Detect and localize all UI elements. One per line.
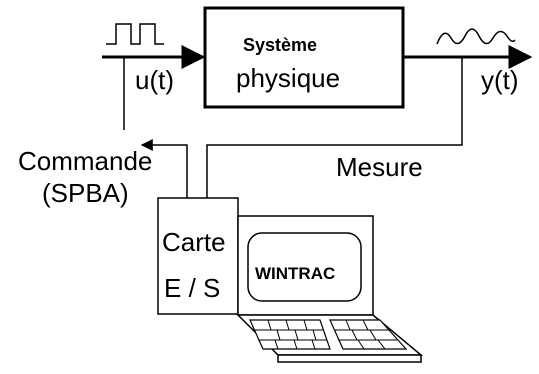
- sine-wave-icon: [436, 28, 516, 45]
- square-wave-icon: [106, 23, 164, 45]
- keyboard: [236, 314, 424, 363]
- measure-label: Mesure: [336, 152, 423, 182]
- io-card: [157, 197, 239, 315]
- system-subtitle: physique: [236, 63, 341, 93]
- system-block: [203, 6, 405, 109]
- card-label-line2: E / S: [164, 273, 221, 303]
- computer-screen-text: WINTRAC: [255, 264, 336, 283]
- computer-screen: [247, 232, 362, 302]
- system-title: Système: [243, 35, 318, 55]
- command-line: [140, 139, 188, 198]
- input-signal-label: u(t): [135, 65, 174, 95]
- card-label-line1: Carte: [162, 227, 226, 257]
- command-label-line1: Commande: [18, 146, 153, 176]
- command-label-line2: (SPBA): [42, 178, 129, 208]
- output-signal-label: y(t): [481, 65, 519, 95]
- measure-line: [206, 57, 463, 198]
